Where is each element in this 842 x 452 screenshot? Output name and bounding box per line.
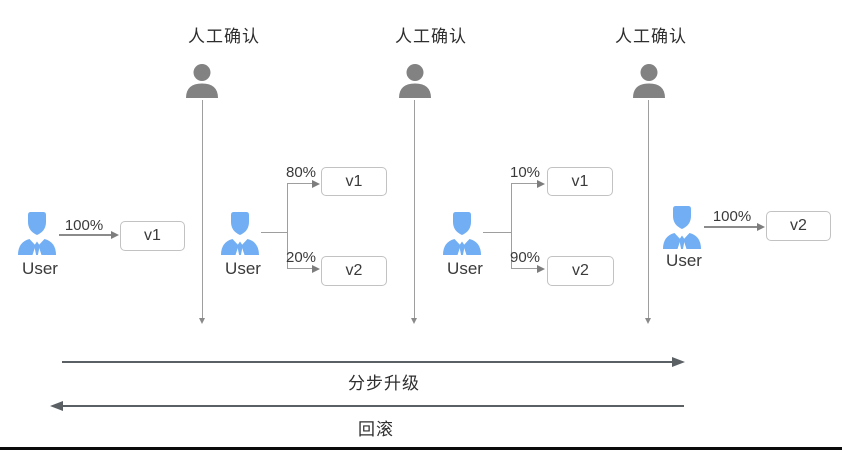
- version-box: v2: [547, 256, 614, 286]
- upgrade-arrow-line: [62, 361, 674, 364]
- user-icon: [443, 212, 481, 255]
- traffic-arrow-line: [287, 183, 315, 185]
- branch-connector-line: [483, 232, 512, 234]
- version-box: v1: [321, 167, 387, 196]
- traffic-arrow-line: [511, 183, 540, 185]
- branch-vertical-line: [287, 183, 289, 269]
- traffic-arrow-line: [704, 226, 760, 228]
- right-arrowhead-icon: [312, 265, 320, 273]
- version-box: v1: [547, 167, 613, 196]
- rollback-arrow-line: [62, 405, 684, 408]
- manual-confirm-label-2: 人工确认: [395, 27, 467, 46]
- rollback-left-arrowhead-icon: [50, 401, 63, 411]
- confirm-person-icon: [399, 64, 431, 98]
- user-label: User: [225, 259, 261, 278]
- down-arrowhead-icon: [199, 318, 205, 324]
- manual-confirm-label-1: 人工确认: [188, 27, 260, 46]
- down-arrowhead-icon: [645, 318, 651, 324]
- confirm-gate-line-2: [414, 100, 416, 318]
- rollback-label: 回滚: [358, 420, 394, 439]
- traffic-arrow-line: [287, 268, 315, 270]
- user-icon: [663, 206, 701, 249]
- confirm-gate-line-3: [648, 100, 650, 318]
- traffic-percent-label: 80%: [285, 164, 317, 181]
- right-arrowhead-icon: [537, 180, 545, 188]
- version-box: v2: [766, 211, 831, 241]
- confirm-person-icon: [186, 64, 218, 98]
- bottom-border-line: [0, 447, 842, 450]
- traffic-percent-label: 10%: [509, 164, 541, 181]
- traffic-arrow-line: [59, 234, 113, 236]
- traffic-percent-label: 20%: [285, 249, 317, 266]
- user-label: User: [22, 259, 58, 278]
- right-arrowhead-icon: [757, 223, 765, 231]
- upgrade-right-arrowhead-icon: [672, 357, 685, 367]
- user-label: User: [447, 259, 483, 278]
- stepwise-upgrade-label: 分步升级: [348, 374, 420, 393]
- right-arrowhead-icon: [537, 265, 545, 273]
- traffic-percent-label: 90%: [509, 249, 541, 266]
- right-arrowhead-icon: [312, 180, 320, 188]
- user-icon: [221, 212, 259, 255]
- version-box: v1: [120, 221, 185, 251]
- manual-confirm-label-3: 人工确认: [615, 27, 687, 46]
- version-box: v2: [321, 256, 387, 286]
- confirm-gate-line-1: [202, 100, 204, 318]
- branch-vertical-line: [511, 183, 513, 269]
- traffic-arrow-line: [511, 268, 540, 270]
- confirm-person-icon: [633, 64, 665, 98]
- traffic-percent-label: 100%: [712, 208, 752, 225]
- traffic-percent-label: 100%: [64, 217, 104, 234]
- branch-connector-line: [261, 232, 288, 234]
- down-arrowhead-icon: [411, 318, 417, 324]
- user-icon: [18, 212, 56, 255]
- right-arrowhead-icon: [111, 231, 119, 239]
- user-label: User: [666, 251, 702, 270]
